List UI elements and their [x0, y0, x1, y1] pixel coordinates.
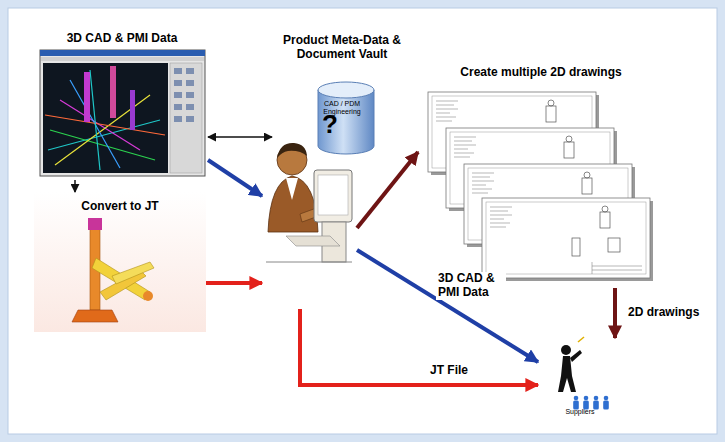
suppliers-icon-part — [593, 396, 599, 410]
man-body — [268, 176, 318, 232]
model-lines-part — [90, 70, 100, 170]
robot-cap — [88, 218, 102, 230]
robot-base — [72, 310, 118, 322]
tool-buttons-part — [186, 104, 194, 110]
edge-label-holder: 3D CAD & PMI Data — [436, 272, 506, 300]
flow-arrow — [206, 281, 262, 285]
drawings-box: Create multiple 2D drawings — [418, 60, 664, 288]
edge-label-holder: JT File — [428, 364, 470, 378]
convert-box: Convert to JT — [34, 192, 206, 336]
thinker-arm — [570, 350, 582, 362]
thinker-body — [558, 356, 576, 392]
thought-mark — [578, 337, 584, 342]
edge-label-holder: 2D drawings — [626, 306, 701, 320]
cad-screenshot — [40, 50, 205, 176]
monitor — [314, 170, 352, 222]
tool-buttons-part — [174, 104, 182, 110]
suppliers-icon-part — [603, 396, 609, 410]
model-bar — [130, 90, 135, 130]
model-lines — [45, 70, 165, 170]
flow-arrow — [208, 136, 272, 138]
model-bar — [84, 72, 90, 122]
cylinder-top — [318, 82, 374, 98]
window-frame — [40, 50, 205, 176]
tool-buttons-part — [174, 92, 182, 98]
viewport — [43, 63, 168, 173]
flow-arrow — [357, 152, 418, 228]
edge-label: 2D drawings — [626, 306, 701, 320]
tool-buttons — [174, 68, 194, 122]
suppliers-icon-part — [583, 396, 589, 410]
keyboard — [286, 236, 340, 246]
flow-arrow — [74, 180, 76, 192]
flow-arrow — [613, 288, 617, 338]
flow-arrow — [300, 309, 538, 385]
node-heading: Create multiple 2D drawings — [460, 66, 621, 80]
title-bar — [40, 50, 205, 56]
node-heading: 3D CAD & PMI Data — [67, 32, 178, 46]
cad-screen-box: 3D CAD & PMI Data — [36, 28, 208, 180]
database-cylinder — [318, 82, 374, 154]
node-heading: Convert to JT — [81, 200, 158, 214]
thinker-head — [561, 345, 571, 355]
engineer-box: ? — [262, 110, 357, 309]
cylinder-body — [318, 90, 374, 154]
drawing-stack-part — [482, 198, 653, 281]
tool-buttons-part — [174, 80, 182, 86]
vault-box: Product Meta-Data & Document VaultCAD / … — [272, 32, 412, 161]
suppliers-box: Suppliers — [538, 338, 622, 426]
model-lines-part — [45, 115, 165, 135]
model-lines-part — [60, 100, 140, 150]
edge-label: 3D CAD & PMI Data — [436, 272, 506, 300]
jt-robot-model — [72, 218, 154, 322]
suppliers-icon-part — [573, 396, 579, 410]
node-heading: ? — [322, 110, 338, 140]
robot-joint — [143, 291, 153, 301]
tool-buttons-part — [186, 68, 194, 74]
edge-label: JT File — [428, 364, 470, 378]
flow-arrow — [357, 250, 538, 362]
tool-buttons-part — [174, 116, 182, 122]
tool-buttons-part — [186, 116, 194, 122]
panel-ground — [8, 8, 717, 434]
suppliers-icon — [558, 337, 609, 410]
jt-panel — [34, 192, 206, 332]
man-at-computer — [266, 143, 352, 262]
tool-buttons-part — [174, 68, 182, 74]
desk-edge — [266, 262, 352, 263]
menu-bar — [41, 57, 204, 61]
man-hair — [277, 143, 307, 158]
node-heading: Suppliers — [565, 408, 594, 416]
model-lines-part — [50, 130, 155, 160]
flow-arrow — [208, 160, 262, 196]
robot-arm — [112, 262, 154, 284]
tool-panel — [170, 63, 202, 173]
node-heading: Product Meta-Data & Document Vault — [276, 34, 408, 62]
monitor-screen — [318, 175, 348, 215]
tool-buttons-part — [186, 92, 194, 98]
model-bar — [110, 66, 116, 118]
shirt-collar — [286, 178, 298, 200]
tool-buttons-part — [186, 80, 194, 86]
drawing-stack — [428, 92, 653, 281]
